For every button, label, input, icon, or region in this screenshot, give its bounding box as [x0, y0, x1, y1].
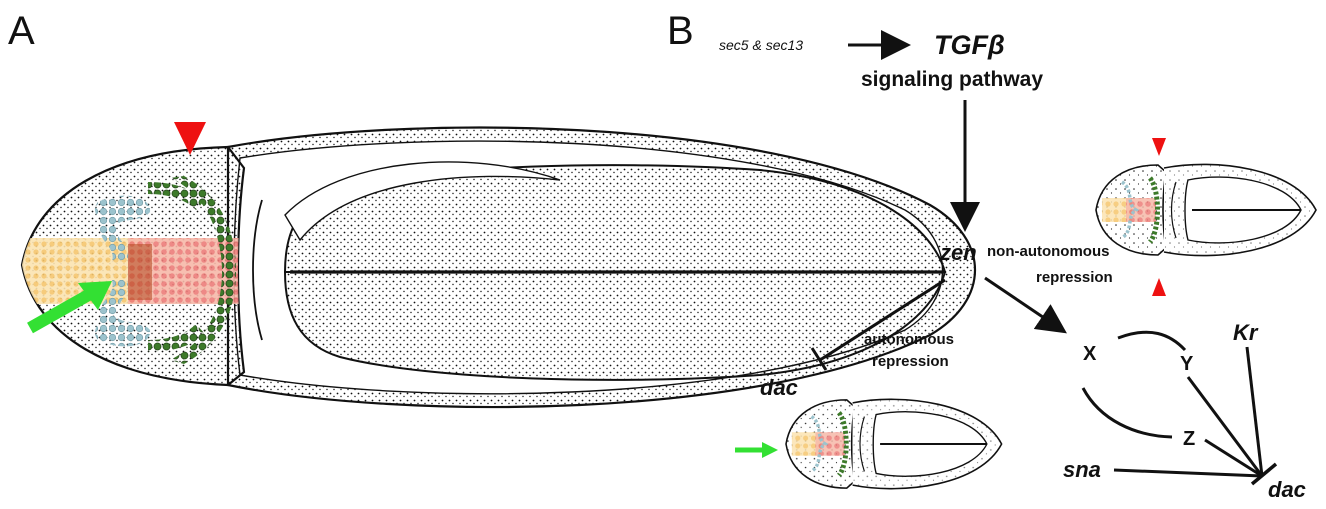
non-autonomous-repression-label: repression — [1036, 269, 1113, 286]
embryo-large — [20, 128, 975, 407]
embryo-small-top — [1096, 164, 1316, 255]
zen-label: zen — [939, 240, 977, 265]
node-x: X — [1083, 343, 1097, 365]
node-kr: Kr — [1233, 320, 1259, 345]
node-y: Y — [1180, 353, 1194, 375]
embryo-small-bottom — [786, 399, 1002, 488]
input-genes: sec5 & sec13 — [719, 37, 803, 53]
autonomous-label: autonomous — [864, 331, 954, 348]
node-dac-right: dac — [1268, 477, 1306, 502]
autonomous-repression-label: repression — [872, 353, 949, 370]
panel-b-label: B — [667, 9, 694, 53]
node-sna: sna — [1063, 457, 1101, 482]
node-z: Z — [1183, 428, 1195, 450]
dac-left-label: dac — [760, 375, 798, 400]
edge-x-y — [1118, 332, 1185, 350]
signaling-pathway-label: signaling pathway — [861, 68, 1043, 91]
red-arrowhead-bottom — [1152, 278, 1166, 296]
panel-a-label: A — [8, 9, 35, 53]
edge-sna-dac — [1114, 470, 1262, 476]
green-arrow-small — [735, 442, 778, 458]
tgf-beta-label: TGFβ — [934, 30, 1005, 60]
red-arrowhead-top — [1152, 138, 1166, 156]
non-autonomous-label: non-autonomous — [987, 243, 1109, 260]
edge-x-z — [1083, 388, 1172, 437]
edge-z-dac — [1205, 440, 1262, 476]
